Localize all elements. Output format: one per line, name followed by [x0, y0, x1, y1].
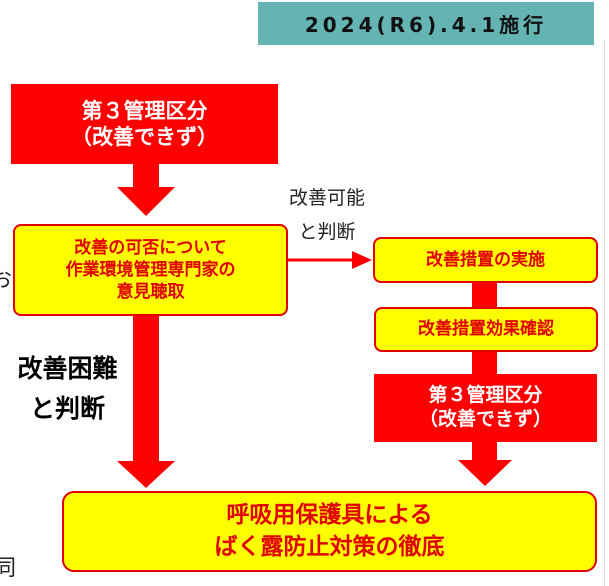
category3-right-line1: 第３管理区分: [428, 384, 543, 407]
effect-check-box: 改善措置効果確認: [374, 307, 598, 352]
final-line2: ばく露防止対策の徹底: [214, 533, 445, 560]
arrow-right-to-improvement: [287, 251, 372, 269]
opinion-line3: 意見聴取: [116, 282, 185, 303]
improvement-difficult-label: 改善困難 と判断: [0, 349, 135, 429]
improvement-measures-box: 改善措置の実施: [373, 237, 598, 283]
respirator-measures-box: 呼吸用保護具による ばく露防止対策の徹底: [62, 491, 597, 572]
cropped-bottom-left-char: 同: [0, 556, 17, 581]
effect-check-label: 改善措置効果確認: [418, 319, 554, 340]
category3-top-line1: 第３管理区分: [81, 98, 208, 123]
improvement-measures-label: 改善措置の実施: [426, 249, 545, 270]
category3-box-top: 第３管理区分 （改善できず）: [11, 84, 278, 164]
category3-top-line2: （改善できず）: [71, 125, 218, 149]
effective-date-badge: 2024(R6).4.1施行: [258, 2, 594, 45]
possible-line1: 改善可能: [288, 187, 365, 209]
right-edge-divider: [604, 40, 605, 586]
difficult-line2: と判断: [29, 394, 105, 423]
connector-effect-to-category3: [472, 351, 497, 375]
possible-line2: と判断: [298, 221, 356, 243]
arrow-down-right-to-final: [458, 442, 512, 486]
final-line1: 呼吸用保護具による: [226, 502, 433, 529]
connector-improvement-to-effect: [472, 283, 497, 309]
cropped-left-char: お: [0, 268, 13, 293]
category3-box-right: 第３管理区分 （改善できず）: [374, 374, 597, 442]
improvement-possible-label: 改善可能 と判断: [272, 181, 382, 249]
opinion-line2: 作業環境管理専門家の: [65, 259, 236, 280]
category3-right-line2: （改善できず）: [418, 408, 552, 430]
arrow-down-left-to-final: [117, 315, 175, 488]
expert-opinion-box: 改善の可否について 作業環境管理専門家の 意見聴取: [13, 224, 288, 316]
opinion-line1: 改善の可否について: [74, 237, 227, 258]
arrow-down-to-opinion: [117, 163, 175, 216]
difficult-line1: 改善困難: [17, 354, 118, 383]
